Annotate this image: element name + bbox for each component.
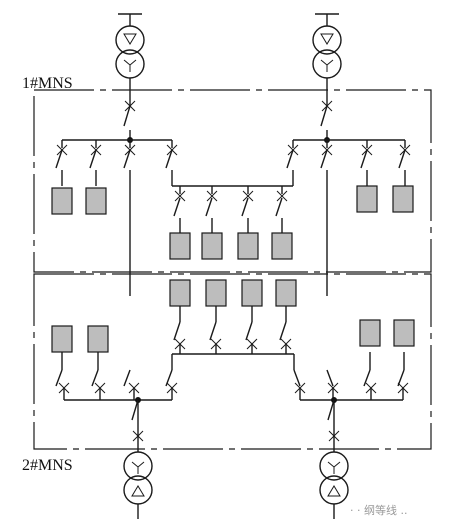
transformer-bottom-left bbox=[123, 400, 153, 519]
load-box bbox=[359, 319, 381, 347]
lower-wiring bbox=[55, 306, 409, 442]
load-box bbox=[237, 232, 259, 260]
transformer-top-right bbox=[312, 13, 342, 106]
load-box bbox=[275, 279, 297, 307]
load-box bbox=[271, 232, 293, 260]
load-box bbox=[169, 279, 191, 307]
load-box bbox=[356, 185, 378, 213]
load-box bbox=[85, 187, 107, 215]
load-box bbox=[51, 325, 73, 353]
load-box bbox=[205, 279, 227, 307]
load-box bbox=[392, 185, 414, 213]
panel-1-mns bbox=[33, 89, 432, 273]
load-box bbox=[87, 325, 109, 353]
panel-2-mns bbox=[33, 273, 432, 450]
load-box bbox=[169, 232, 191, 260]
load-box bbox=[241, 279, 263, 307]
label-1-mns: 1#MNS bbox=[22, 75, 73, 92]
transformer-top-left bbox=[115, 13, 145, 106]
load-box bbox=[51, 187, 73, 215]
load-box bbox=[201, 232, 223, 260]
upper-wiring bbox=[55, 100, 411, 296]
transformer-bottom-right bbox=[319, 400, 349, 519]
load-box bbox=[393, 319, 415, 347]
label-2-mns: 2#MNS bbox=[22, 457, 73, 474]
watermark-text: · · 纲等线 .. bbox=[350, 503, 407, 517]
